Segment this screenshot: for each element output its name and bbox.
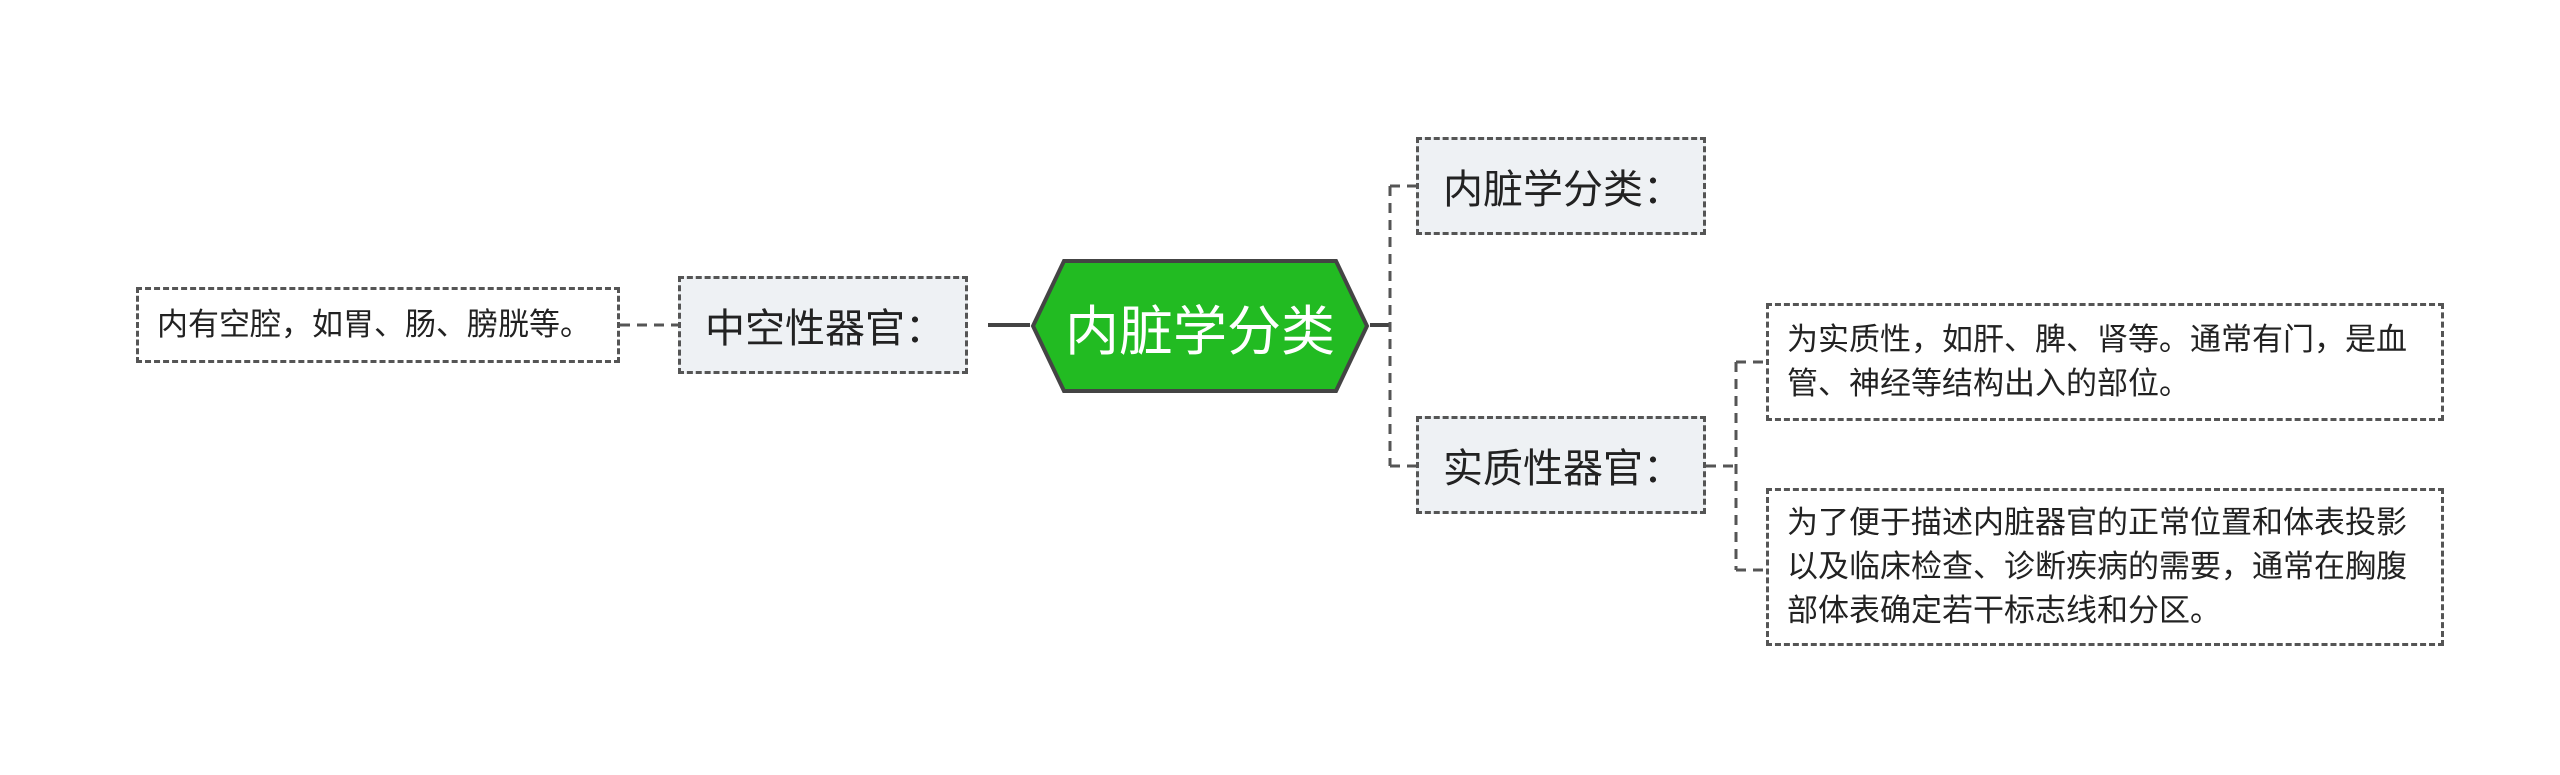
- root-hexagon-shape: [1030, 259, 1370, 393]
- branch-solid-organs-label: 实质性器官：: [1443, 446, 1683, 492]
- leaf-solid-organs-definition[interactable]: 为实质性，如肝、脾、肾等。通常有门，是血管、神经等结构出入的部位。: [1766, 303, 2444, 421]
- root-label: 内脏学分类: [1065, 299, 1335, 363]
- leaf-surface-landmarks-text: 为了便于描述内脏器官的正常位置和体表投影以及临床检查、诊断疾病的需要，通常在胸腹…: [1787, 505, 2407, 629]
- branch-hollow-organs[interactable]: 中空性器官：: [678, 276, 968, 374]
- branch-solid-organs[interactable]: 实质性器官：: [1416, 416, 1706, 514]
- leaf-hollow-organs[interactable]: 内有空腔，如胃、肠、膀胱等。: [136, 287, 620, 363]
- leaf-hollow-organs-text: 内有空腔，如胃、肠、膀胱等。: [157, 307, 591, 343]
- branch-hollow-organs-label: 中空性器官：: [705, 306, 945, 352]
- root-node[interactable]: 内脏学分类: [1030, 258, 1370, 394]
- branch-classification[interactable]: 内脏学分类：: [1416, 137, 1706, 235]
- leaf-surface-landmarks[interactable]: 为了便于描述内脏器官的正常位置和体表投影以及临床检查、诊断疾病的需要，通常在胸腹…: [1766, 488, 2444, 646]
- branch-classification-label: 内脏学分类：: [1443, 167, 1683, 213]
- leaf-solid-organs-definition-text: 为实质性，如肝、脾、肾等。通常有门，是血管、神经等结构出入的部位。: [1787, 322, 2407, 402]
